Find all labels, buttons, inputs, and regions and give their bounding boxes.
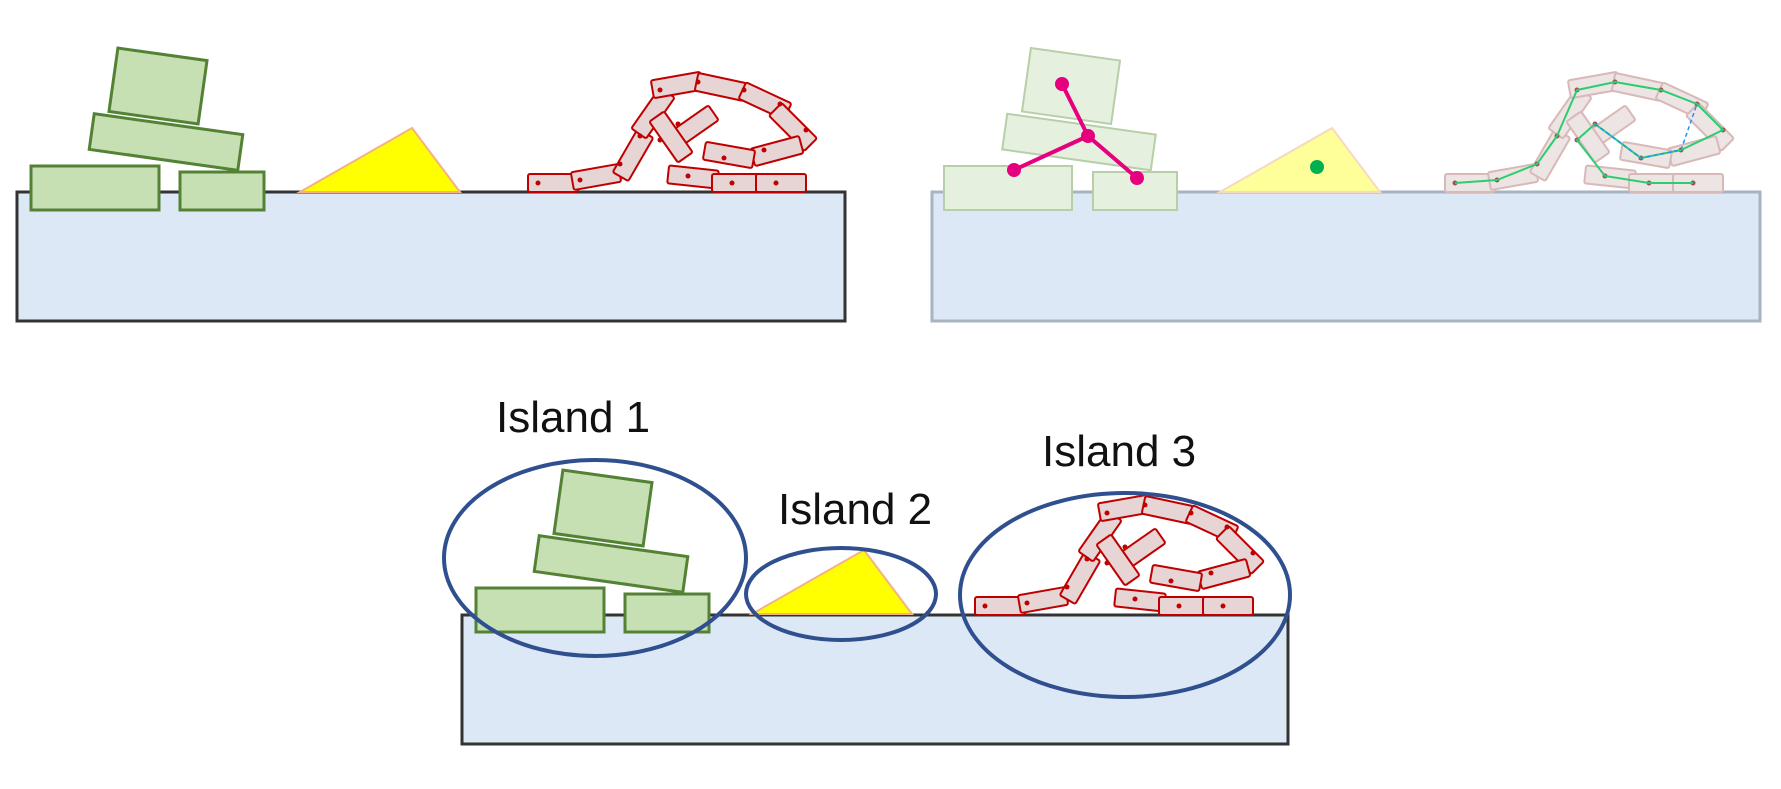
triangle-center-dot [1310, 160, 1324, 174]
rigid-box-icon [474, 468, 711, 634]
island-2-label: Island 2 [778, 485, 932, 534]
chain-graph-line [1454, 80, 1725, 184]
ragdoll-chain-icon [1444, 70, 1736, 193]
island-ellipse-icon [442, 458, 748, 658]
island-1-label: Island 1 [496, 393, 650, 442]
chain-graph-line-2 [1594, 103, 1698, 159]
ragdoll-chain-icon [527, 70, 819, 193]
ground-slab [460, 613, 1290, 746]
panel-original-scene [15, 46, 847, 323]
island-ellipse-icon [958, 491, 1292, 699]
ground-slab-faded [930, 190, 1762, 323]
panel-islands: Island 1 Island 2 Island 3 [442, 393, 1292, 746]
rigid-box-icon [29, 46, 266, 212]
triangle-body-icon [1219, 127, 1381, 193]
rigid-box-icon [943, 47, 1178, 212]
island-3-label: Island 3 [1042, 427, 1196, 476]
panel-contact-graph [930, 47, 1762, 323]
island-ellipse-icon [744, 546, 938, 642]
ground-slab [15, 190, 847, 323]
triangle-body-icon [299, 127, 461, 193]
contact-graph-icon [1007, 77, 1144, 185]
